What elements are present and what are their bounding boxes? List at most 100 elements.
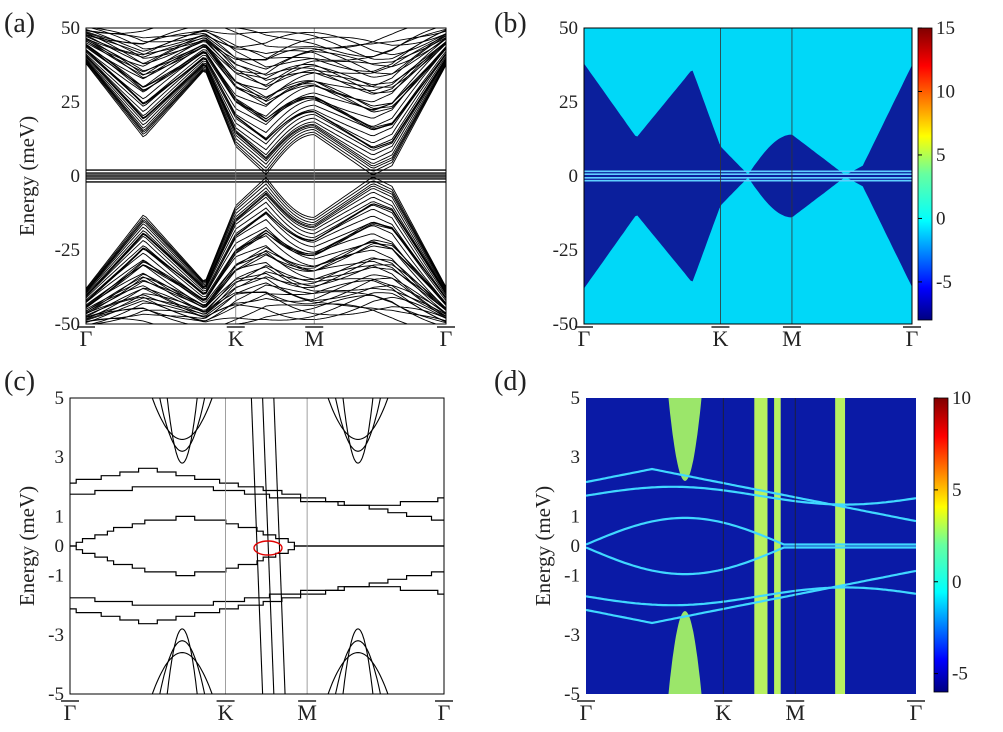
bulk-band-line (86, 54, 446, 143)
ytick-label: -1 (564, 566, 580, 587)
bulk-band-line (86, 203, 446, 297)
bulk-band-line (86, 282, 446, 323)
bulk-band-line (262, 398, 275, 694)
panel-b-label: (b) (494, 8, 527, 39)
bulk-band-line (86, 58, 446, 159)
ytick-label: -3 (48, 625, 64, 646)
bulk-band-line (86, 277, 446, 320)
bulk-band-stripe (754, 398, 768, 694)
bulk-band-line (86, 193, 446, 294)
bulk-pocket-line (342, 628, 374, 694)
bulk-pocket-line (327, 398, 389, 440)
bulk-band-line (86, 48, 446, 127)
bulk-band-line (86, 274, 446, 319)
kpoint-label: Γ (438, 700, 451, 725)
bulk-band-line (86, 209, 446, 298)
bulk-band-line (86, 56, 446, 156)
bulk-band-line (86, 61, 446, 169)
bulk-band-line (86, 243, 446, 309)
colorbar-tick-label: 0 (936, 208, 946, 229)
colorbar-tick-label: -5 (936, 272, 952, 293)
edge-state-line (70, 586, 444, 606)
bulk-band-line (86, 44, 446, 113)
edge-state-line (586, 485, 916, 506)
panel-c-bands (70, 398, 444, 694)
panel-a-bands (86, 28, 446, 324)
bulk-band-line (86, 28, 438, 58)
bulk-band-line (86, 29, 446, 70)
panel-a-label: (a) (4, 8, 35, 39)
bulk-pocket-line (151, 652, 213, 694)
ytick-label: -25 (55, 240, 80, 261)
heatmap-background (586, 398, 916, 694)
gap-region (584, 63, 912, 289)
kpoint-label: Γ (906, 326, 919, 351)
bulk-band-line (86, 55, 446, 149)
kpoint-label: M (297, 700, 317, 725)
bulk-pocket-line (327, 652, 389, 694)
kpoint-label: M (785, 700, 805, 725)
bulk-pocket-line (334, 398, 381, 452)
bulk-band-line (86, 246, 446, 311)
bulk-band-line (86, 179, 446, 290)
panel-a-ylabel: Energy (meV) (15, 116, 39, 236)
edge-state-line (70, 467, 444, 521)
bulk-pocket (668, 611, 702, 694)
bulk-band-line (86, 235, 446, 308)
kpoint-label: Γ (80, 326, 93, 351)
bulk-band-line (86, 33, 446, 78)
bulk-band-line (86, 35, 446, 87)
kpoint-label: Γ (578, 326, 591, 351)
edge-state-line (586, 586, 916, 607)
kpoint-label: K (715, 700, 731, 725)
kpoint-label: K (713, 326, 729, 351)
bulk-band-line (86, 188, 446, 292)
colorbar-tick-label: -5 (952, 664, 968, 685)
bulk-band-line (86, 196, 446, 296)
colorbar-tick-label: 10 (952, 388, 971, 409)
ytick-label: -50 (553, 314, 578, 335)
bulk-band-line (86, 239, 446, 308)
bulk-band-line (86, 303, 410, 324)
bulk-band-line (86, 60, 446, 164)
bulk-band-line (86, 250, 446, 313)
panel-c-ylabel: Energy (meV) (15, 486, 39, 606)
bulk-pocket-line (159, 640, 206, 694)
bulk-band-line (250, 398, 264, 694)
bulk-pocket-line (159, 398, 206, 452)
bulk-band-line (86, 28, 410, 49)
panel-a-frame (85, 27, 447, 325)
bulk-band-line (86, 292, 446, 324)
panel-d-colorbar (933, 397, 949, 693)
bulk-pocket-line (166, 628, 198, 694)
panel-c-highlight-ellipse (253, 540, 283, 556)
bulk-band-line (90, 28, 446, 60)
bulk-band-stripe (835, 398, 846, 694)
edge-state-line (586, 516, 916, 546)
ytick-label: 1 (55, 506, 65, 527)
kpoint-label: Γ (910, 700, 923, 725)
ytick-label: 0 (571, 536, 581, 557)
ytick-label: 5 (571, 388, 581, 409)
bulk-band-line (86, 258, 446, 314)
ytick-label: 50 (61, 18, 80, 39)
bulk-band-line (86, 59, 446, 161)
bulk-band-line (86, 39, 446, 102)
edge-state-line (586, 467, 916, 523)
bulk-band-stripe (774, 398, 781, 694)
ytick-label: -5 (564, 684, 580, 705)
bulk-band-line (90, 292, 446, 324)
ytick-label: -3 (564, 625, 580, 646)
bulk-band-line (86, 241, 446, 309)
panel-c-frame (69, 397, 445, 695)
bulk-band-line (86, 265, 446, 317)
bulk-band-line (86, 43, 446, 111)
kpoint-label: M (782, 326, 802, 351)
